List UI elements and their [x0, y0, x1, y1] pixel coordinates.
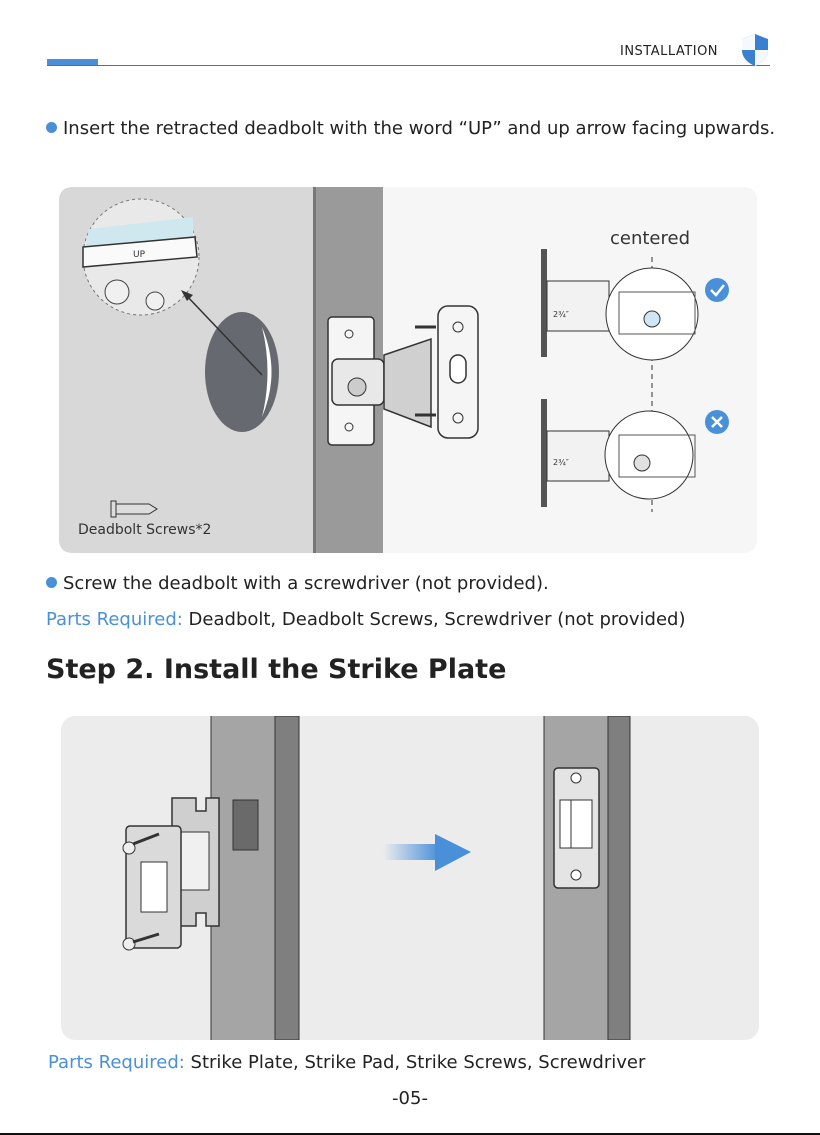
parts-required-label: Parts Required: [46, 609, 183, 630]
page-number: -05- [392, 1088, 428, 1109]
backset-label-correct: 2¾″ [553, 310, 569, 319]
centered-label: centered [610, 228, 690, 249]
check-icon [705, 278, 729, 302]
section-title: INSTALLATION [620, 44, 719, 59]
strike-plate-illustration [122, 716, 631, 1040]
header-rule [47, 65, 770, 66]
header-accent-bar [47, 59, 98, 65]
backset-label-incorrect: 2¾″ [553, 458, 569, 467]
instruction-screw-deadbolt: Screw the deadbolt with a screwdriver (n… [46, 569, 549, 599]
bullet-dot [46, 577, 57, 588]
parts-required-step2: Parts Required: Strike Plate, Strike Pad… [48, 1048, 645, 1078]
zoom-up-label: UP [133, 250, 146, 260]
step-2-title: Step 2. Install the Strike Plate [46, 654, 507, 685]
deadbolt-screws-label: Deadbolt Screws*2 [78, 522, 211, 538]
bottom-rule [0, 1133, 820, 1135]
parts-required-step1: Parts Required: Deadbolt, Deadbolt Screw… [46, 605, 686, 635]
parts-required-label: Parts Required: [48, 1052, 185, 1073]
parts-required-value: Deadbolt, Deadbolt Screws, Screwdriver (… [188, 609, 686, 630]
deadbolt-illustration: UP centered 2¾″ 2¾″ Deadbolt Screws*2 [59, 187, 757, 553]
parts-required-value: Strike Plate, Strike Pad, Strike Screws,… [190, 1052, 646, 1073]
arrow-right-icon [435, 834, 471, 871]
shield-icon [742, 34, 768, 66]
instruction-insert-deadbolt: Insert the retracted deadbolt with the w… [46, 114, 776, 144]
bullet-dot [46, 122, 57, 133]
